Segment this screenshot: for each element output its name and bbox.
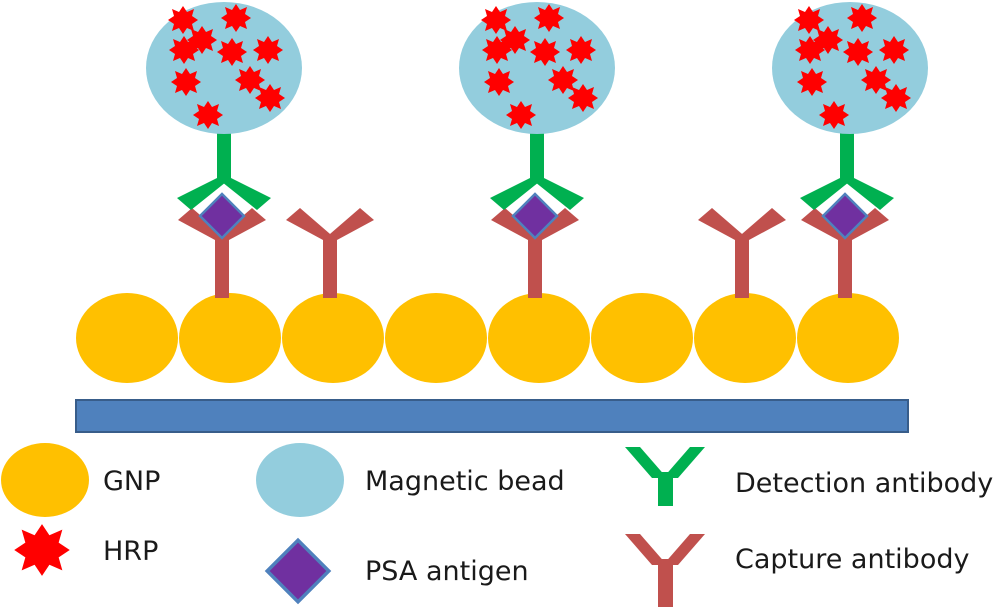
magnetic-bead [146, 2, 302, 134]
legend-hrp-label: HRP [103, 536, 158, 567]
gnp-particle [488, 293, 590, 383]
capture-antibody [286, 208, 374, 298]
hrp-icon [506, 101, 536, 129]
hrp-icon [534, 4, 564, 32]
hrp-icon [221, 4, 251, 32]
gnp-particle [179, 293, 281, 383]
hrp-icon [217, 38, 247, 66]
gnp-particle [385, 293, 487, 383]
hrp-icon [171, 68, 201, 96]
legend-detection-antibody-label: Detection antibody [735, 468, 993, 499]
legend-hrp-swatch [14, 524, 70, 576]
gnp-row [76, 293, 899, 383]
gnp-particle [694, 293, 796, 383]
magnetic-bead [772, 2, 928, 134]
hrp-icon [481, 6, 511, 34]
hrp-icon [482, 36, 512, 64]
gnp-particle [591, 293, 693, 383]
legend-psa-antigen-swatch [265, 538, 331, 604]
legend-magnetic-bead-swatch [256, 443, 344, 517]
hrp-icon [879, 36, 909, 64]
hrp-icon [847, 4, 877, 32]
hrp-icon [255, 84, 285, 112]
hrp-icon [168, 6, 198, 34]
legend-capture-antibody-swatch [625, 534, 705, 607]
legend-magnetic-bead-label: Magnetic bead [365, 466, 565, 497]
hrp-icon [819, 101, 849, 129]
legend-detection-antibody-swatch [625, 447, 705, 506]
legend: GNP HRP Magnetic bead PSA antigen Detect… [1, 443, 993, 607]
hrp-icon [193, 101, 223, 129]
gnp-particle [282, 293, 384, 383]
hrp-icon [843, 38, 873, 66]
hrp-icon [881, 84, 911, 112]
hrp-icon [484, 68, 514, 96]
gnp-particle [76, 293, 178, 383]
magnetic-bead [459, 2, 615, 134]
hrp-icon [794, 6, 824, 34]
hrp-icon [253, 36, 283, 64]
hrp-icon [566, 36, 596, 64]
hrp-icon [797, 68, 827, 96]
hrp-icon [795, 36, 825, 64]
legend-gnp-label: GNP [103, 466, 160, 497]
legend-capture-antibody-label: Capture antibody [735, 544, 969, 575]
gnp-particle [797, 293, 899, 383]
hrp-icon [169, 36, 199, 64]
hrp-icon [530, 38, 560, 66]
hrp-icon [568, 84, 598, 112]
substrate-bar [75, 399, 909, 433]
capture-antibody [698, 208, 786, 298]
legend-psa-antigen-label: PSA antigen [365, 556, 529, 587]
legend-gnp-swatch [1, 443, 89, 517]
